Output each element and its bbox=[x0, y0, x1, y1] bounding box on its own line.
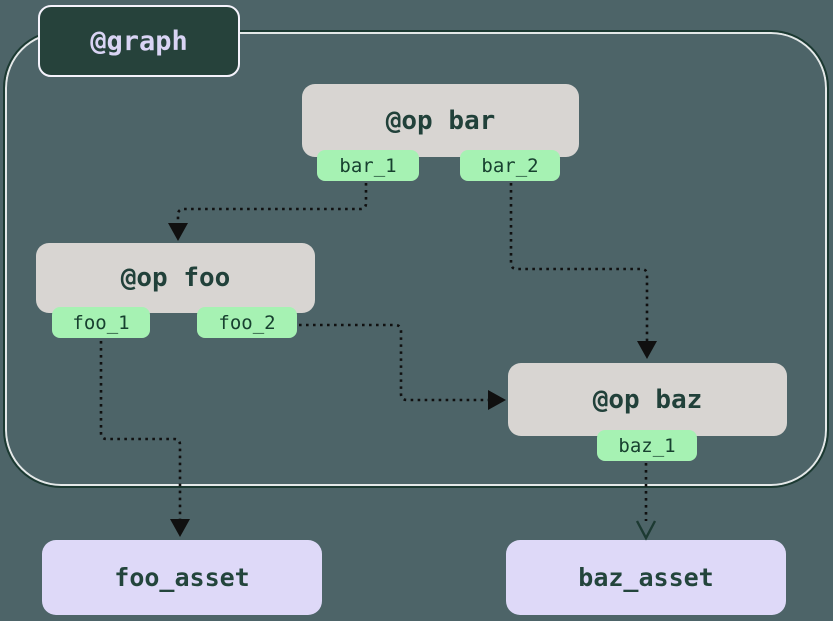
asset-node-foo[interactable]: foo_asset bbox=[42, 540, 322, 615]
arrowhead-foo1-to-foo-asset bbox=[170, 519, 190, 537]
graph-label: @graph bbox=[90, 25, 188, 57]
op-node-foo[interactable]: @op foo bbox=[36, 243, 315, 313]
op-title-foo: @op foo bbox=[120, 263, 231, 293]
arrowhead-baz1-to-baz-asset bbox=[635, 520, 657, 541]
output-tab-foo-1[interactable]: foo_1 bbox=[52, 307, 150, 338]
output-tab-foo-2[interactable]: foo_2 bbox=[197, 307, 297, 338]
output-tab-baz-1[interactable]: baz_1 bbox=[597, 430, 697, 461]
graph-label-badge: @graph bbox=[38, 5, 240, 77]
op-title-bar: @op bar bbox=[385, 105, 496, 136]
graph-container bbox=[3, 30, 829, 488]
output-tab-bar-2[interactable]: bar_2 bbox=[460, 150, 560, 181]
op-node-bar[interactable]: @op bar bbox=[302, 84, 579, 157]
asset-label-baz: baz_asset bbox=[578, 563, 714, 592]
asset-node-baz[interactable]: baz_asset bbox=[506, 540, 786, 615]
output-tab-bar-1[interactable]: bar_1 bbox=[317, 150, 419, 181]
op-title-baz: @op baz bbox=[592, 384, 703, 415]
op-node-baz[interactable]: @op baz bbox=[508, 363, 787, 436]
asset-label-foo: foo_asset bbox=[114, 563, 250, 592]
